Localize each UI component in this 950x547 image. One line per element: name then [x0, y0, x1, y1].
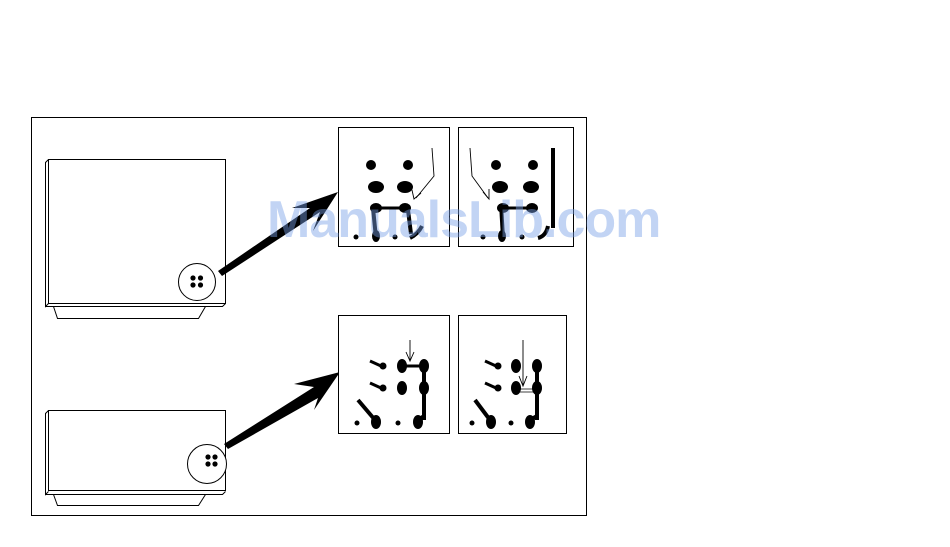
detail-panel-top-right: [459, 128, 574, 247]
top-pointer-arrow: [218, 192, 338, 276]
bottom-pointer-arrow: [224, 372, 340, 449]
detail-panel-bottom-right: [459, 316, 567, 434]
top-board-jumper-callout: [179, 264, 216, 301]
bottom-board-jumper-callout: [188, 445, 227, 484]
detail-panel-bottom-left: [339, 316, 450, 434]
detail-panel-top-left: [339, 128, 450, 247]
